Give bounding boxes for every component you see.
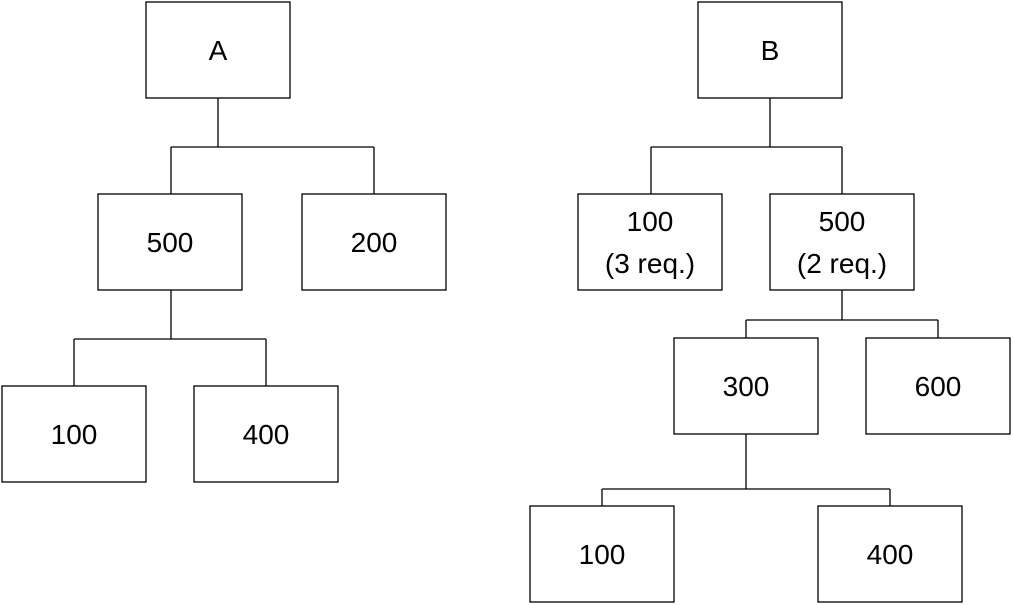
node-b-root-label: B bbox=[761, 35, 780, 66]
node-b-100-leaf-label: 100 bbox=[579, 539, 626, 570]
node-a-500: 500 bbox=[97, 193, 243, 291]
tree-b-edges bbox=[601, 98, 939, 506]
node-b-400-leaf: 400 bbox=[817, 505, 963, 603]
edge-b-500-children bbox=[745, 290, 939, 338]
node-a-100: 100 bbox=[1, 385, 147, 483]
node-b-500-note: (2 req.) bbox=[797, 248, 887, 279]
node-a-400-label: 400 bbox=[243, 419, 290, 450]
node-a-400: 400 bbox=[193, 385, 339, 483]
edge-b-root-children bbox=[650, 98, 843, 194]
node-a-200-label: 200 bbox=[351, 227, 398, 258]
edge-b-300-children bbox=[601, 434, 891, 506]
node-b-100: 100 (3 req.) bbox=[577, 193, 723, 291]
node-a-500-label: 500 bbox=[147, 227, 194, 258]
node-b-400-leaf-label: 400 bbox=[867, 539, 914, 570]
node-b-300-label: 300 bbox=[723, 371, 770, 402]
node-b-100-leaf: 100 bbox=[529, 505, 675, 603]
node-a-root-label: A bbox=[209, 35, 228, 66]
node-a-root: A bbox=[145, 1, 291, 99]
node-b-600-label: 600 bbox=[915, 371, 962, 402]
node-b-500-value: 500 bbox=[819, 206, 866, 237]
edge-a-500-children bbox=[73, 290, 267, 386]
node-a-100-label: 100 bbox=[51, 419, 98, 450]
node-b-100-value: 100 bbox=[627, 206, 674, 237]
node-b-root: B bbox=[697, 1, 843, 99]
node-b-500: 500 (2 req.) bbox=[769, 193, 915, 291]
node-b-100-note: (3 req.) bbox=[605, 248, 695, 279]
node-b-600: 600 bbox=[865, 337, 1011, 435]
tree-a-edges bbox=[73, 98, 375, 386]
node-a-200: 200 bbox=[301, 193, 447, 291]
edge-a-root-children bbox=[170, 98, 375, 194]
node-b-300: 300 bbox=[673, 337, 819, 435]
